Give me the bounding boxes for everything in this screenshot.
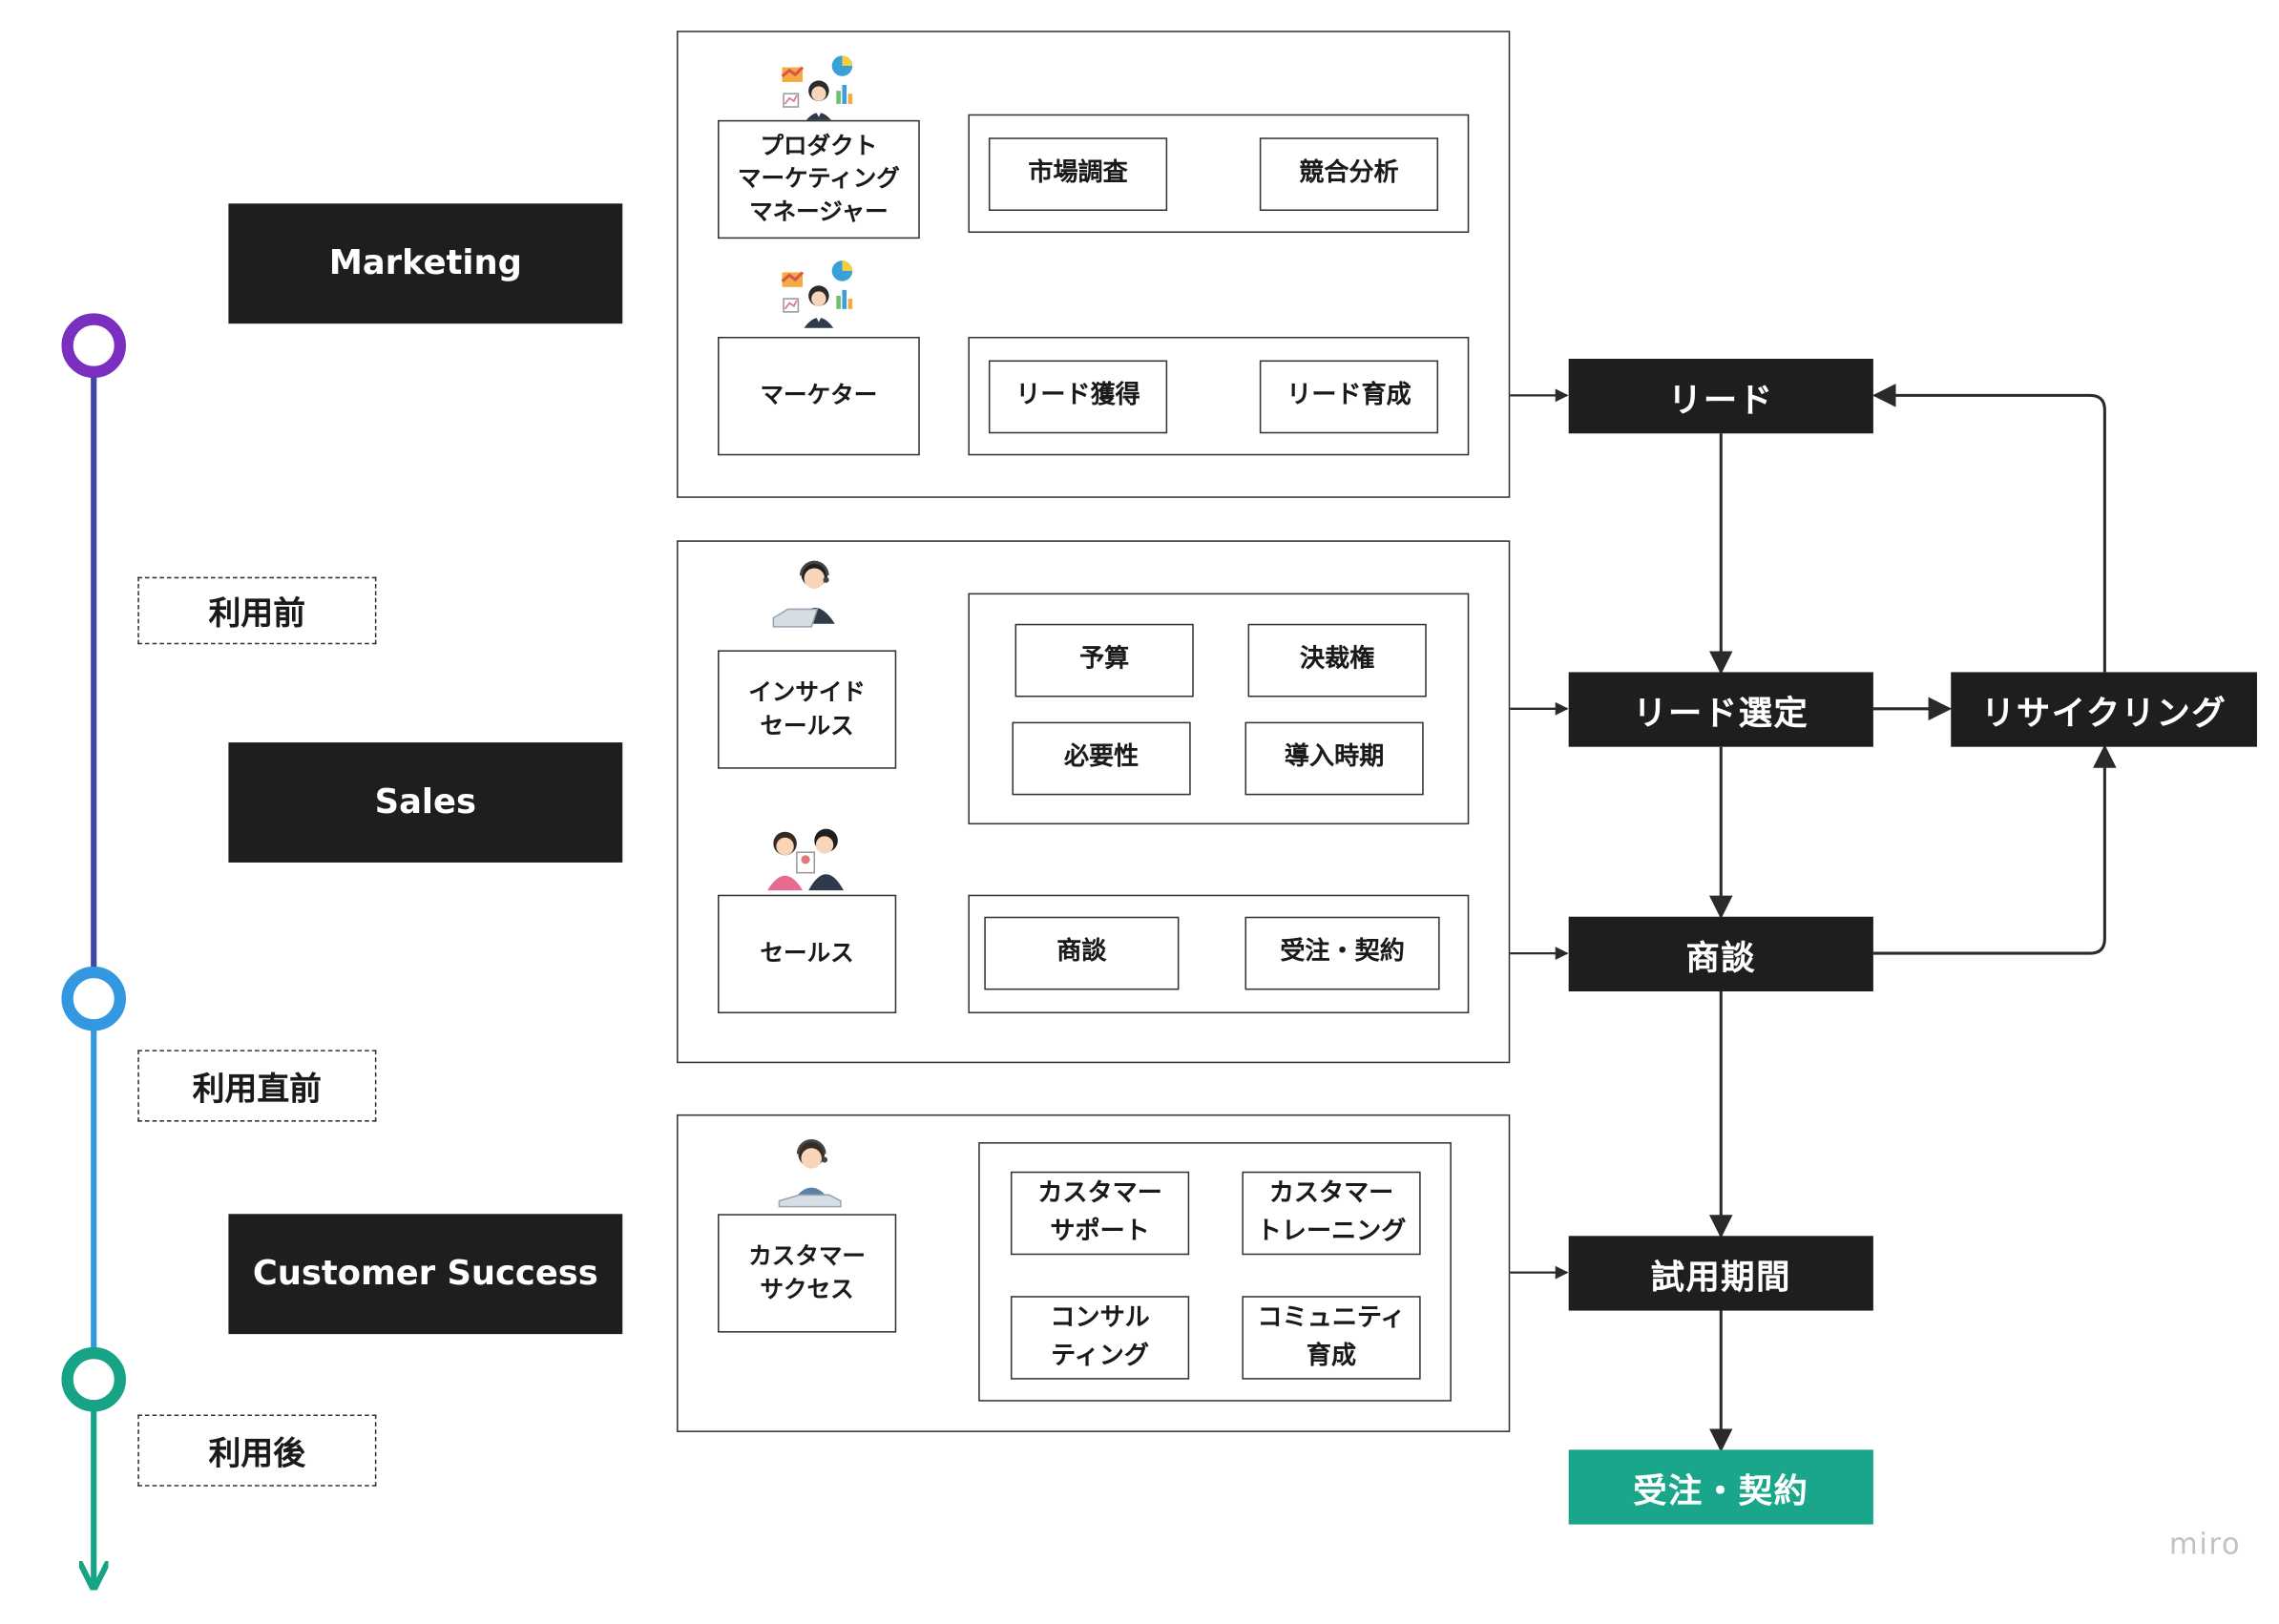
- sales-person-icon: [767, 828, 844, 891]
- phase-before: 利用前: [137, 576, 377, 645]
- timeline-node-after: [61, 1346, 126, 1412]
- task-consulting: コンサル ティング: [1010, 1296, 1190, 1380]
- task-customer-support: カスタマー サポート: [1010, 1171, 1190, 1256]
- task-market-research: 市場調査: [988, 137, 1168, 211]
- team-marketing: Marketing: [228, 203, 623, 324]
- role-customer-success: カスタマー サクセス: [718, 1214, 897, 1333]
- role-product-marketing-manager: プロダクト マーケティング マネージャー: [718, 119, 920, 239]
- arrow-recycling-to-lead: [1871, 384, 2106, 673]
- marketer-person-icon-2: [781, 260, 853, 328]
- flow-lead: リード: [1568, 359, 1873, 434]
- inside-sales-person-icon: [772, 560, 835, 628]
- role-inside-sales: インサイド セールス: [718, 650, 897, 769]
- timeline-node-before: [61, 313, 126, 378]
- role-marketer: マーケター: [718, 336, 920, 456]
- phase-after: 利用後: [137, 1414, 377, 1487]
- task-timing: 導入時期: [1244, 721, 1424, 796]
- task-lead-nurturing: リード育成: [1259, 360, 1439, 434]
- task-negotiation: 商談: [984, 916, 1180, 990]
- flow-negotiation: 商談: [1568, 916, 1873, 991]
- miro-watermark: miro: [2168, 1526, 2242, 1561]
- phase-just-before: 利用直前: [137, 1050, 377, 1122]
- arrow-negotiation-to-recycling: [1872, 744, 2117, 955]
- team-customer-success: Customer Success: [228, 1214, 623, 1335]
- task-need: 必要性: [1012, 721, 1191, 796]
- task-authority: 決裁権: [1247, 623, 1427, 697]
- team-sales: Sales: [228, 742, 623, 863]
- customer-success-person-icon: [778, 1139, 842, 1208]
- task-competitor-analysis: 競合分析: [1259, 137, 1439, 211]
- role-sales: セールス: [718, 894, 897, 1014]
- task-lead-acquisition: リード獲得: [988, 360, 1168, 434]
- flow-contract: 受注・契約: [1568, 1449, 1873, 1525]
- task-community-building: コミュニティ 育成: [1242, 1296, 1421, 1380]
- flow-recycling: リサイクリング: [1951, 672, 2257, 747]
- task-contract: 受注・契約: [1244, 916, 1440, 990]
- task-budget: 予算: [1014, 623, 1194, 697]
- timeline-node-just-before: [61, 966, 126, 1031]
- flow-trial: 試用期間: [1568, 1236, 1873, 1311]
- task-customer-training: カスタマー トレーニング: [1242, 1171, 1421, 1256]
- flow-lead-selection: リード選定: [1568, 672, 1873, 747]
